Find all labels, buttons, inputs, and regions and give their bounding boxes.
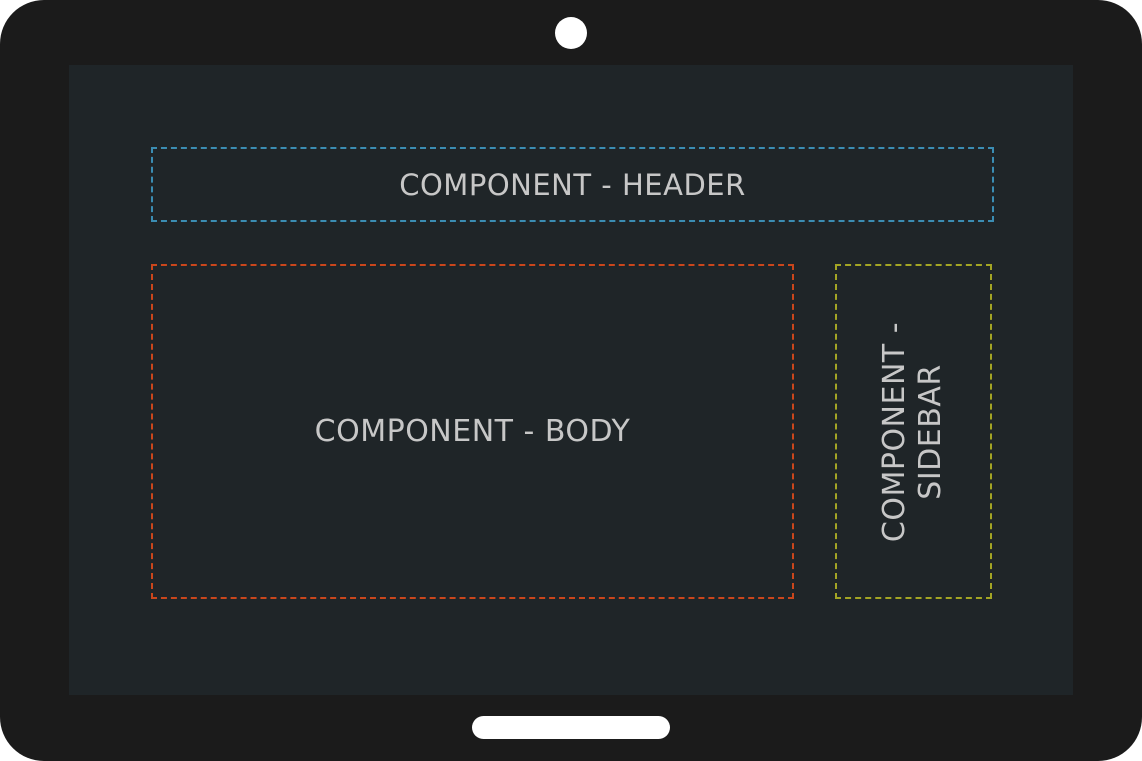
body-component-region: COMPONENT - BODY: [151, 264, 794, 599]
header-component-region: COMPONENT - HEADER: [151, 147, 994, 222]
tablet-screen: [69, 65, 1073, 695]
sidebar-label-line-2: SIDEBAR: [913, 363, 949, 500]
header-component-label: COMPONENT - HEADER: [399, 167, 746, 202]
sidebar-component-region: COMPONENT - SIDEBAR: [835, 264, 992, 599]
body-component-label: COMPONENT - BODY: [314, 414, 631, 449]
sidebar-label-line-1: COMPONENT -: [877, 321, 913, 542]
home-bar-icon: [472, 716, 670, 739]
camera-icon: [555, 17, 587, 49]
sidebar-component-label: COMPONENT - SIDEBAR: [878, 321, 950, 541]
